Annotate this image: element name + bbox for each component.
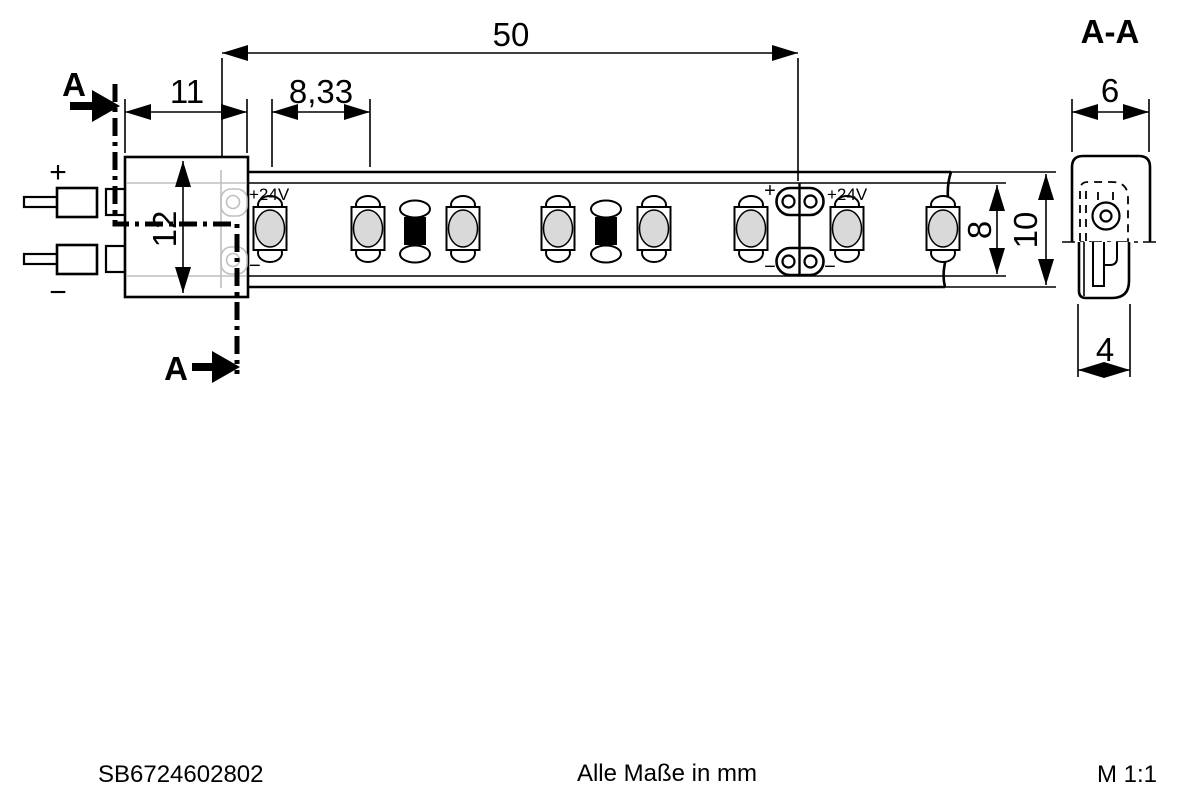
strip <box>248 170 1056 289</box>
led-component <box>636 195 672 263</box>
components <box>252 195 961 264</box>
dim-connector-height-label: 12 <box>146 211 183 248</box>
solder-pads: + − − <box>764 180 836 278</box>
strip-minus-label-1: − <box>249 255 261 277</box>
strip-voltage-label-2: +24V <box>827 185 868 204</box>
dim-strip-inner-height: 8 <box>961 185 1005 274</box>
dim-strip-outer-height: 10 <box>1007 174 1054 285</box>
section-cut-label-bottom: A <box>164 350 188 387</box>
resistor-pad-top <box>590 199 622 219</box>
pad-plus-label: + <box>764 180 776 202</box>
led-lens <box>352 209 384 248</box>
resistor-component <box>399 199 431 264</box>
connector-contact-bottom <box>220 246 248 275</box>
led-lens <box>638 209 670 248</box>
led-lens <box>254 209 286 248</box>
led-component <box>252 195 288 263</box>
pad-minus-label-right: − <box>824 256 836 278</box>
dim-connector-width-label: 11 <box>170 73 204 110</box>
dim-led-pitch: 8,33 <box>271 73 371 167</box>
dim-connector-width: 11 <box>124 73 248 153</box>
section-cut-line: A A <box>62 66 240 387</box>
resistor-pad-top <box>399 199 431 219</box>
title-block: SB6724602802 Alle Maße in mm M 1:1 <box>98 760 1157 788</box>
led-component <box>733 195 769 263</box>
wire-plus-label: + <box>49 156 67 189</box>
profile-step <box>1104 242 1118 266</box>
resistor-pad-bottom <box>590 244 622 264</box>
feed-wires: + − <box>22 156 99 309</box>
cut-arrow-head <box>92 90 120 122</box>
dim-connector-height: 12 <box>146 161 191 293</box>
pad-hole <box>803 254 818 269</box>
led-lens <box>447 209 479 248</box>
pad-hole <box>781 254 796 269</box>
wire-lead-plus <box>22 195 60 209</box>
resistor-pad-bottom <box>399 244 431 264</box>
units-note: Alle Maße in mm <box>577 760 757 787</box>
dim-inner-height-label: 8 <box>961 221 998 239</box>
connector-contact-top <box>220 188 248 217</box>
led-component <box>445 195 481 263</box>
dim-profile-base-width-label: 4 <box>1096 331 1114 368</box>
wire-lead-minus <box>22 252 60 266</box>
cut-arrow-head <box>212 351 240 383</box>
profile-upper-housing <box>1070 154 1152 242</box>
cut-path <box>112 84 240 374</box>
part-number: SB6724602802 <box>98 761 264 788</box>
led-lens <box>542 209 574 248</box>
led-lens <box>735 209 767 248</box>
pad-minus-label-left: − <box>764 256 776 278</box>
pad-hole <box>803 194 818 209</box>
led-component <box>925 195 961 263</box>
led-component <box>829 195 865 263</box>
connector-hole-top <box>225 194 241 210</box>
dim-profile-width-label: 6 <box>1101 72 1119 109</box>
led-lens <box>927 209 959 248</box>
led-lens <box>831 209 863 248</box>
resistor-body <box>404 217 426 245</box>
led-component <box>540 195 576 263</box>
wire-plug-minus <box>55 243 99 276</box>
pad-hole <box>781 194 796 209</box>
led-component <box>350 195 386 263</box>
connector-tab-bottom <box>104 244 127 274</box>
top-view: + − <box>22 16 1056 387</box>
wire-minus-label: − <box>49 276 67 309</box>
hidden-contour <box>1079 181 1129 241</box>
dim-profile-top-width: 6 <box>1071 72 1150 152</box>
dim-total-length-label: 50 <box>493 16 530 53</box>
scale-note: M 1:1 <box>1097 761 1157 788</box>
section-cut-label-top: A <box>62 66 86 103</box>
resistor-body <box>595 217 617 245</box>
section-view: A-A 6 4 <box>1062 13 1159 378</box>
resistor-component <box>590 199 622 264</box>
wire-plug-plus <box>55 186 99 219</box>
section-led-dot <box>1099 209 1113 223</box>
dim-outer-height-label: 10 <box>1007 212 1044 249</box>
dim-led-pitch-label: 8,33 <box>289 73 353 110</box>
dim-profile-bottom-width: 4 <box>1077 304 1131 378</box>
strip-voltage-label-1: +24V <box>249 185 290 204</box>
section-title: A-A <box>1081 13 1140 50</box>
